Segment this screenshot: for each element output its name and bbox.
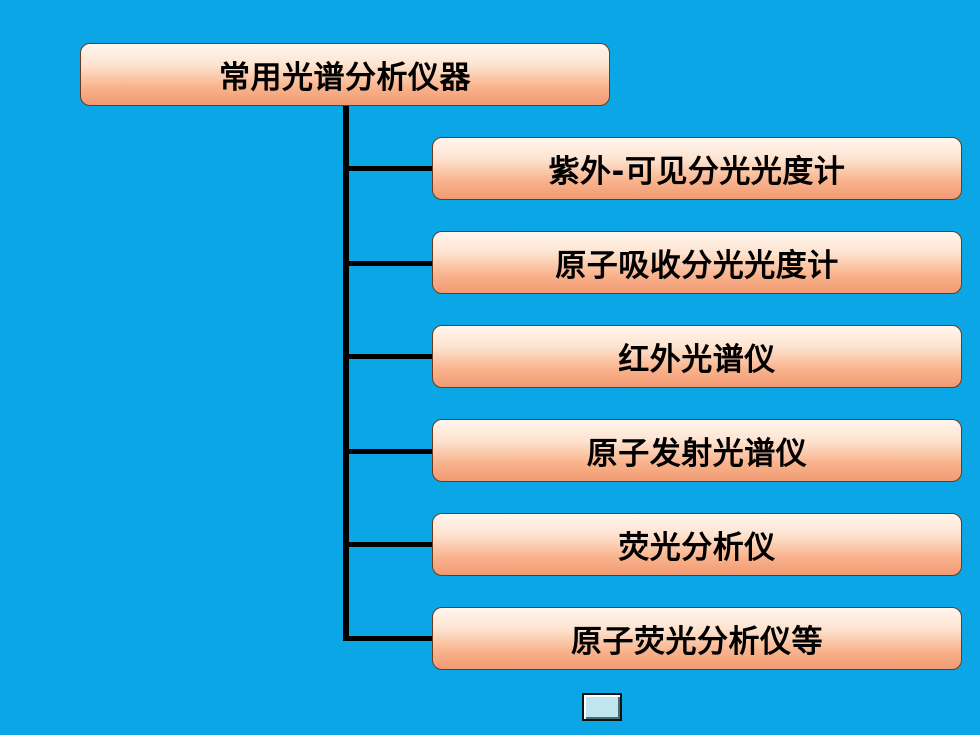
child-node-uv-vis: 紫外-可见分光光度计 (432, 137, 962, 200)
child-node-label: 原子发射光谱仪 (586, 436, 808, 472)
child-node-infrared: 红外光谱仪 (432, 325, 962, 388)
child-node-label: 原子吸收分光光度计 (555, 248, 839, 284)
child-node-atomic-absorption: 原子吸收分光光度计 (432, 231, 962, 294)
connector-branch-1 (343, 166, 434, 171)
child-node-atomic-emission: 原子发射光谱仪 (432, 419, 962, 482)
child-node-fluorescence: 荧光分析仪 (432, 513, 962, 576)
child-node-label: 红外光谱仪 (618, 342, 776, 378)
child-node-label: 原子荧光分析仪等 (571, 624, 823, 660)
root-node: 常用光谱分析仪器 (80, 43, 610, 106)
root-node-label: 常用光谱分析仪器 (219, 60, 471, 96)
connector-branch-3 (343, 354, 434, 359)
slide-nav-button[interactable] (582, 693, 622, 721)
child-node-label: 荧光分析仪 (618, 530, 776, 566)
child-node-label: 紫外-可见分光光度计 (548, 154, 846, 190)
connector-branch-6 (343, 636, 434, 641)
connector-trunk (343, 106, 349, 640)
child-node-atomic-fluorescence: 原子荧光分析仪等 (432, 607, 962, 670)
connector-branch-4 (343, 449, 434, 454)
connector-branch-5 (343, 542, 434, 547)
connector-branch-2 (343, 261, 434, 266)
